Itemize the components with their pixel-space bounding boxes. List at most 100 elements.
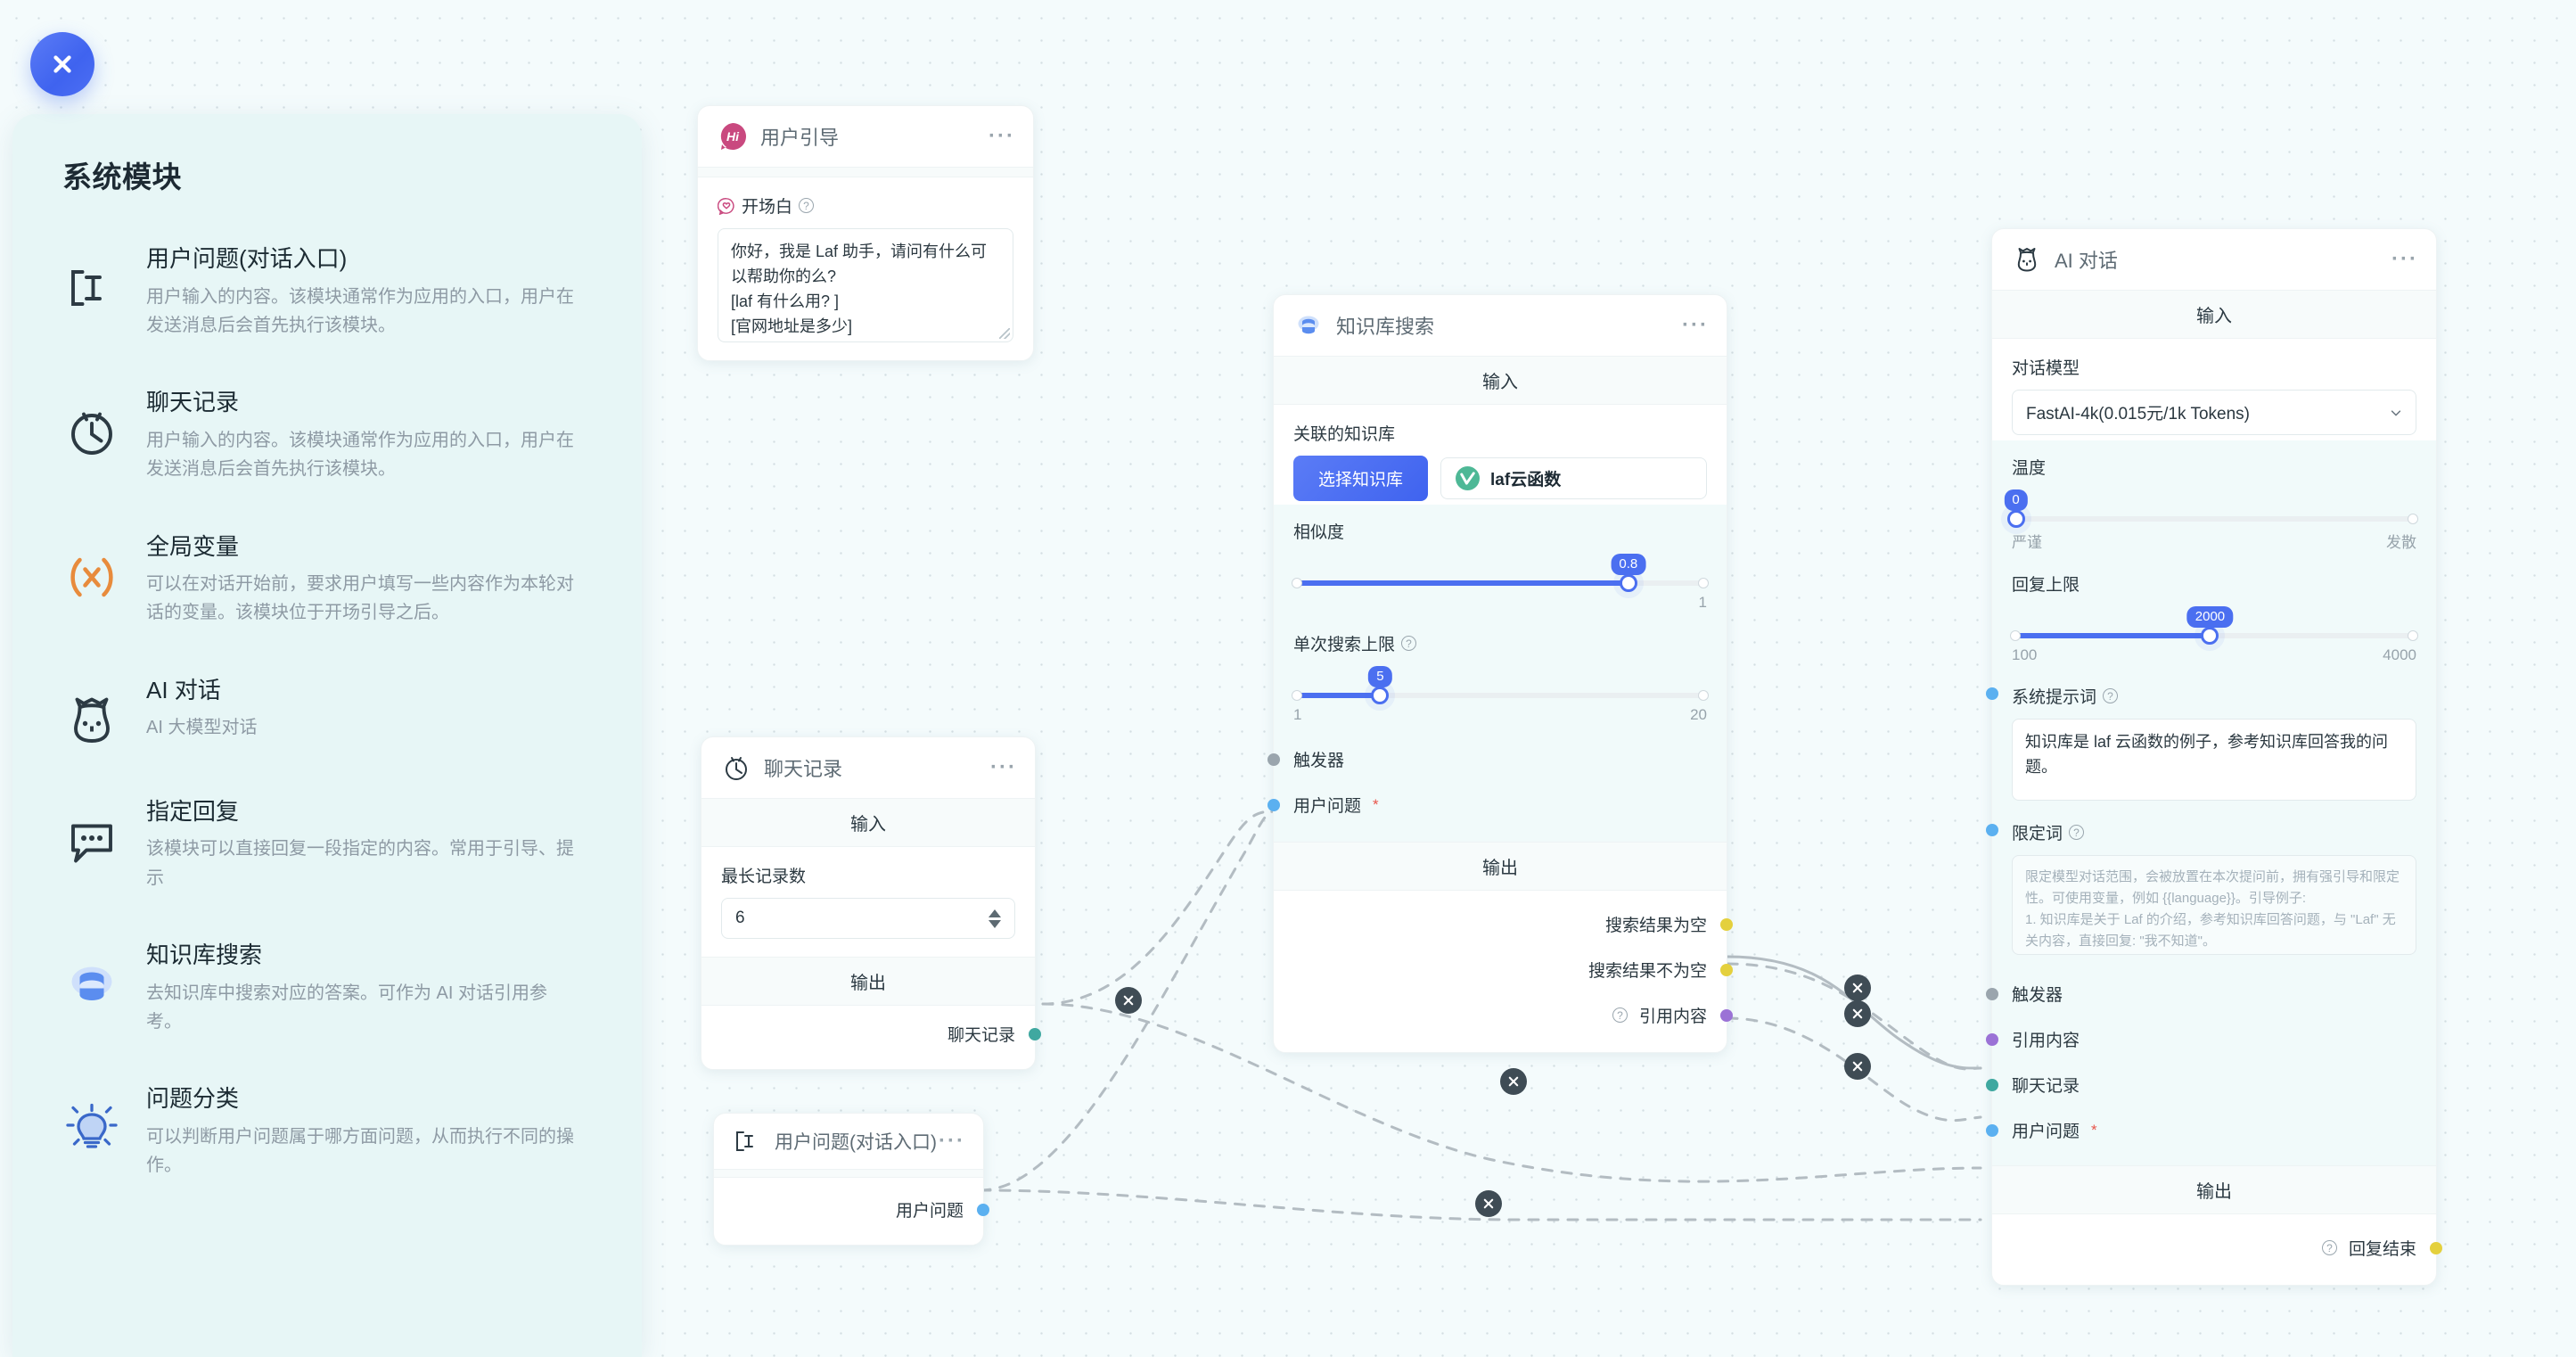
related-kb-label: 关联的知识库 bbox=[1293, 425, 1396, 444]
port-dot[interactable] bbox=[1720, 1008, 1733, 1022]
node-more-button[interactable]: ··· bbox=[939, 1129, 965, 1153]
input-port-chat-history[interactable]: 聊天记录 bbox=[1986, 1062, 2416, 1107]
temperature-value-bubble: 0 bbox=[2004, 489, 2028, 511]
node-ai-chat[interactable]: AI 对话 ··· 输入 对话模型 FastAI-4k(0.015元/1k To… bbox=[1986, 228, 2442, 1286]
close-icon bbox=[1852, 1061, 1863, 1072]
node-more-button[interactable]: ··· bbox=[990, 755, 1017, 779]
close-panel-button[interactable] bbox=[30, 32, 94, 96]
slider-track[interactable] bbox=[1292, 687, 1709, 704]
node-kb-search[interactable]: 知识库搜索 ··· 输入 关联的知识库 选择知识库 laf云函数 相似度 0.8 bbox=[1267, 294, 1733, 1053]
port-dot[interactable] bbox=[1986, 687, 1998, 700]
edge-delete-marker[interactable] bbox=[1475, 1190, 1502, 1217]
slider-knob[interactable] bbox=[1619, 574, 1637, 592]
slider-track[interactable] bbox=[1292, 574, 1709, 592]
close-icon bbox=[1852, 1008, 1863, 1019]
node-chat-history[interactable]: 聊天记录 ··· 输入 最长记录数 6 输出 聊天记录 bbox=[701, 736, 1041, 1070]
slider-knob[interactable] bbox=[2006, 510, 2025, 528]
help-icon[interactable]: ? bbox=[2069, 825, 2085, 840]
output-port-empty-result[interactable]: 搜索结果为空 bbox=[1293, 901, 1733, 947]
input-port-quote-content[interactable]: 引用内容 bbox=[1986, 1016, 2416, 1062]
port-dot[interactable] bbox=[1986, 824, 1998, 836]
sidebar-item-label: AI 对话 bbox=[146, 676, 221, 703]
system-prompt-textarea[interactable]: 知识库是 laf 云函数的例子，参考知识库回答我的问题。 bbox=[2012, 719, 2416, 801]
port-dot[interactable] bbox=[1986, 1078, 1998, 1091]
output-port-nonempty-result[interactable]: 搜索结果不为空 bbox=[1293, 947, 1733, 992]
sidebar-item-global-variable[interactable]: 全局变量 可以在对话开始前，要求用户填写一些内容作为本轮对话的变量。该模块位于开… bbox=[62, 520, 592, 633]
port-dot[interactable] bbox=[1986, 1032, 1998, 1046]
input-port-user-question[interactable]: 用户问题* bbox=[1986, 1107, 2416, 1158]
similarity-slider[interactable]: 0.8 1 bbox=[1292, 554, 1709, 612]
qualifier-textarea[interactable]: 限定模型对话范围，会被放置在本次提问前，拥有强引导和限定性。可使用变量，例如 {… bbox=[2012, 855, 2416, 955]
port-dot[interactable] bbox=[1720, 963, 1733, 976]
port-dot[interactable] bbox=[1986, 987, 1998, 1000]
required-marker: * bbox=[1373, 795, 1379, 813]
sidebar-item-desc: 该模块可以直接回复一段指定的内容。常用于引导、提示 bbox=[146, 839, 574, 888]
input-port-trigger[interactable]: 触发器 bbox=[1267, 736, 1707, 782]
slider-range: 严谨 发散 bbox=[2012, 530, 2416, 552]
sidebar-item-specified-reply[interactable]: 指定回复 该模块可以直接回复一段指定的内容。常用于引导、提示 bbox=[62, 785, 592, 898]
help-icon[interactable]: ? bbox=[1612, 1007, 1628, 1023]
output-section-label: 输出 bbox=[701, 957, 1035, 1006]
port-dot[interactable] bbox=[1029, 1027, 1041, 1040]
slider-end-cap bbox=[2408, 514, 2418, 524]
port-dot[interactable] bbox=[977, 1203, 989, 1216]
help-icon[interactable]: ? bbox=[2321, 1240, 2337, 1255]
node-title: 用户问题(对话入口) bbox=[775, 1132, 937, 1153]
temperature-slider[interactable]: 0 严谨 发散 bbox=[2004, 489, 2418, 552]
chevron-down-icon bbox=[2391, 409, 2401, 415]
help-icon[interactable]: ? bbox=[2103, 688, 2119, 703]
max-records-label: 最长记录数 bbox=[721, 868, 807, 886]
edge-delete-marker[interactable] bbox=[1844, 975, 1871, 1001]
node-more-button[interactable]: ··· bbox=[2391, 247, 2418, 271]
output-port-quote-content[interactable]: ? 引用内容 bbox=[1293, 992, 1733, 1038]
edge-delete-marker[interactable] bbox=[1844, 1000, 1871, 1027]
model-select[interactable]: FastAI-4k(0.015元/1k Tokens) bbox=[2012, 390, 2416, 435]
port-dot[interactable] bbox=[1267, 798, 1280, 811]
slider-track[interactable] bbox=[2006, 510, 2418, 528]
max-records-input[interactable]: 6 bbox=[721, 898, 1015, 939]
port-dot[interactable] bbox=[1267, 753, 1280, 766]
port-dot[interactable] bbox=[1986, 1123, 1998, 1137]
port-label: 引用内容 bbox=[2012, 1032, 2080, 1050]
output-port-reply-finish[interactable]: ? 回复结束 bbox=[2012, 1225, 2442, 1271]
port-dot[interactable] bbox=[1720, 917, 1733, 931]
max-tokens-label: 回复上限 bbox=[2012, 576, 2080, 595]
help-icon[interactable]: ? bbox=[1401, 636, 1417, 651]
kb-selection-row: 选择知识库 laf云函数 bbox=[1293, 456, 1707, 501]
output-port-chat-history[interactable]: 聊天记录 bbox=[721, 1011, 1041, 1057]
slider-knob[interactable] bbox=[2201, 627, 2219, 645]
sidebar-item-kb-search[interactable]: 知识库搜索 去知识库中搜索对应的答案。可作为 AI 对话引用参考。 bbox=[62, 928, 592, 1041]
input-port-user-question[interactable]: 用户问题 * bbox=[1267, 782, 1707, 833]
resize-grip[interactable] bbox=[999, 328, 1010, 339]
port-dot[interactable] bbox=[2430, 1241, 2442, 1254]
field-label-text: 限定词 bbox=[2012, 825, 2063, 843]
input-port-trigger[interactable]: 触发器 bbox=[1986, 971, 2416, 1016]
node-user-guide[interactable]: Hi 用户引导 ··· 开场白 ? 你好，我是 Laf 助手，请问有什么可以帮助… bbox=[697, 105, 1034, 361]
sidebar-item-question-classify[interactable]: 问题分类 可以判断用户问题属于哪方面问题，从而执行不同的操作。 bbox=[62, 1072, 592, 1185]
similarity-value-bubble: 0.8 bbox=[1611, 554, 1646, 575]
number-stepper[interactable] bbox=[989, 909, 1001, 928]
slider-track[interactable] bbox=[2010, 627, 2418, 645]
help-icon[interactable]: ? bbox=[799, 198, 815, 213]
sidebar-item-user-question[interactable]: 用户问题(对话入口) 用户输入的内容。该模块通常作为应用的入口，用户在发送消息后… bbox=[62, 232, 592, 345]
node-user-question[interactable]: 用户问题(对话入口) ··· 用户问题 bbox=[713, 1113, 989, 1246]
slider-knob[interactable] bbox=[1371, 687, 1390, 704]
node-more-button[interactable]: ··· bbox=[989, 124, 1015, 148]
opening-statement-textarea[interactable]: 你好，我是 Laf 助手，请问有什么可以帮助你的么? [laf 有什么用? ] … bbox=[718, 228, 1013, 342]
sidebar-item-chat-history[interactable]: 聊天记录 用户输入的内容。该模块通常作为应用的入口，用户在发送消息后会首先执行该… bbox=[62, 375, 592, 489]
node-more-button[interactable]: ··· bbox=[1682, 313, 1709, 337]
slider-max: 1 bbox=[1698, 594, 1707, 611]
edge-delete-marker[interactable] bbox=[1844, 1053, 1871, 1080]
edge-delete-marker[interactable] bbox=[1500, 1068, 1527, 1095]
sidebar-item-ai-chat[interactable]: AI 对话 AI 大模型对话 bbox=[62, 663, 592, 754]
max-tokens-slider[interactable]: 2000 100 4000 bbox=[2010, 606, 2418, 664]
search-limit-slider[interactable]: 5 1 20 bbox=[1292, 666, 1709, 724]
select-kb-button[interactable]: 选择知识库 bbox=[1293, 456, 1429, 501]
kb-tag-laf[interactable]: laf云函数 bbox=[1440, 457, 1707, 499]
output-port-user-question[interactable]: 用户问题 bbox=[734, 1187, 989, 1232]
limit-value-bubble: 5 bbox=[1368, 666, 1392, 687]
port-label: 用户问题 bbox=[1293, 797, 1362, 816]
node-title: AI 对话 bbox=[2055, 250, 2118, 272]
text-input-icon bbox=[732, 1126, 762, 1156]
edge-delete-marker[interactable] bbox=[1115, 987, 1142, 1014]
